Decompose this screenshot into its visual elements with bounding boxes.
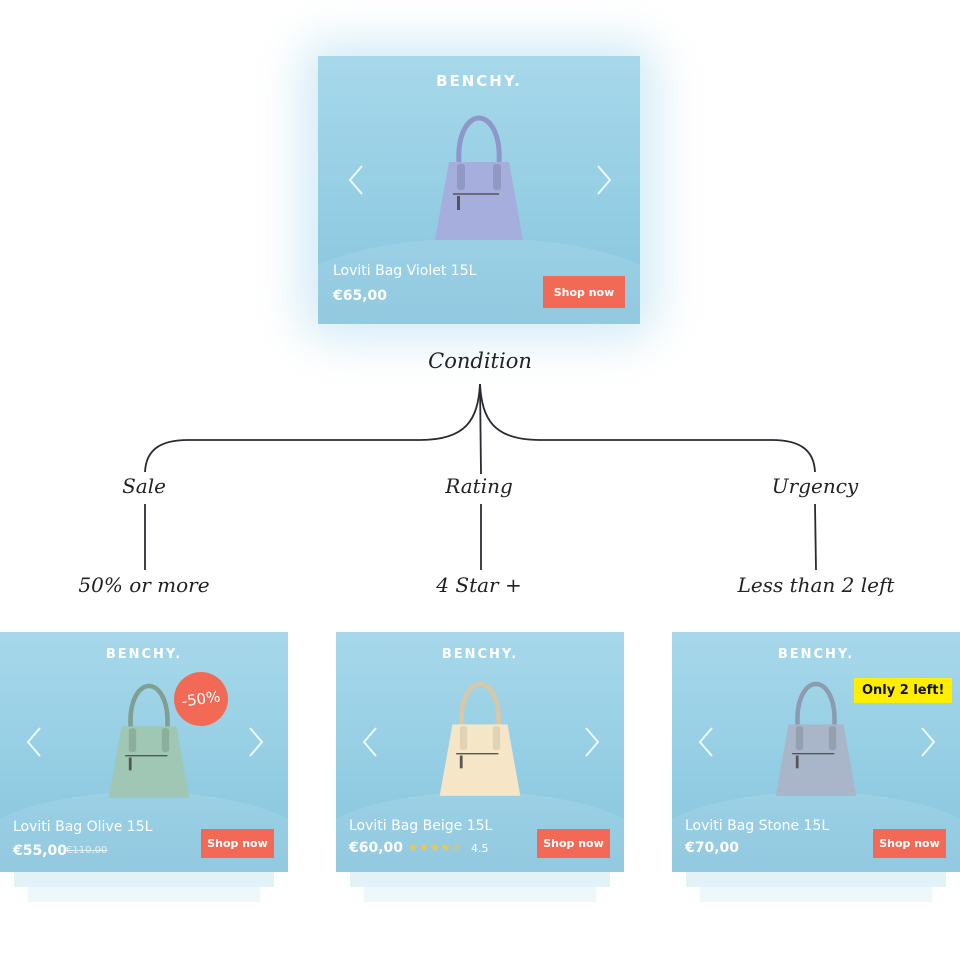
stack-shadow [350, 872, 610, 887]
main-product-card[interactable]: BENCHY. Loviti Bag Violet 15L €65,00 Sho… [318, 56, 640, 324]
product-name: Loviti Bag Violet 15L [333, 263, 477, 279]
rule-urgency: Less than 2 left [737, 573, 895, 597]
product-price: €70,00 [685, 840, 740, 856]
product-price: €60,00 [349, 840, 404, 856]
chevron-left-icon[interactable] [692, 722, 722, 762]
stack-shadow [14, 872, 274, 887]
brand-logo: BENCHY. [441, 647, 519, 662]
branch-label-rating: Rating [445, 474, 513, 498]
rule-rating: 4 Star + [436, 573, 522, 597]
product-price: €55,00 [13, 843, 68, 859]
product-name: Loviti Bag Beige 15L [349, 818, 493, 834]
product-name: Loviti Bag Olive 15L [13, 819, 153, 835]
product-name: Loviti Bag Stone 15L [685, 818, 830, 834]
rule-sale: 50% or more [78, 573, 210, 597]
star-half-icon: ★ [451, 842, 463, 854]
star-icon: ★ [429, 842, 441, 854]
chevron-left-icon[interactable] [356, 722, 386, 762]
brand-logo: BENCHY. [436, 72, 522, 90]
star-rating: ★★★★★ [408, 841, 462, 854]
star-icon: ★ [418, 842, 430, 854]
rating-value: 4.5 [471, 842, 489, 855]
brand-logo: BENCHY. [777, 647, 855, 662]
handbag-image [108, 683, 190, 798]
chevron-left-icon[interactable] [342, 160, 372, 200]
branch-label-sale: Sale [122, 474, 166, 498]
branch-label-urgency: Urgency [771, 474, 859, 498]
stack-shadow [364, 887, 596, 902]
handbag-image [435, 115, 523, 240]
condition-label: Condition [428, 349, 532, 373]
handbag-image [439, 681, 521, 796]
product-card-rating[interactable]: BENCHY. Loviti Bag Beige 15L €60,00 ★★★★… [336, 632, 624, 872]
shop-now-button[interactable]: Shop now [543, 276, 625, 308]
stack-shadow [686, 872, 946, 887]
chevron-right-icon[interactable] [912, 722, 942, 762]
shop-now-button[interactable]: Shop now [201, 829, 274, 858]
brand-logo: BENCHY. [105, 647, 183, 662]
stack-shadow [700, 887, 932, 902]
chevron-right-icon[interactable] [588, 160, 618, 200]
product-card-urgency[interactable]: BENCHY. Only 2 left! Loviti Bag Stone 15… [672, 632, 960, 872]
stack-shadow [28, 887, 260, 902]
shop-now-button[interactable]: Shop now [537, 829, 610, 858]
handbag-image [775, 681, 857, 796]
stock-badge: Only 2 left! [854, 678, 953, 703]
star-icon: ★ [440, 842, 452, 854]
chevron-right-icon[interactable] [576, 722, 606, 762]
chevron-right-icon[interactable] [240, 722, 270, 762]
product-card-sale[interactable]: BENCHY. -50% Loviti Bag Olive 15L €55,00… [0, 632, 288, 872]
original-price: €110,00 [66, 845, 108, 856]
star-icon: ★ [408, 842, 419, 854]
chevron-left-icon[interactable] [20, 722, 50, 762]
shop-now-button[interactable]: Shop now [873, 829, 946, 858]
product-price: €65,00 [333, 288, 388, 304]
